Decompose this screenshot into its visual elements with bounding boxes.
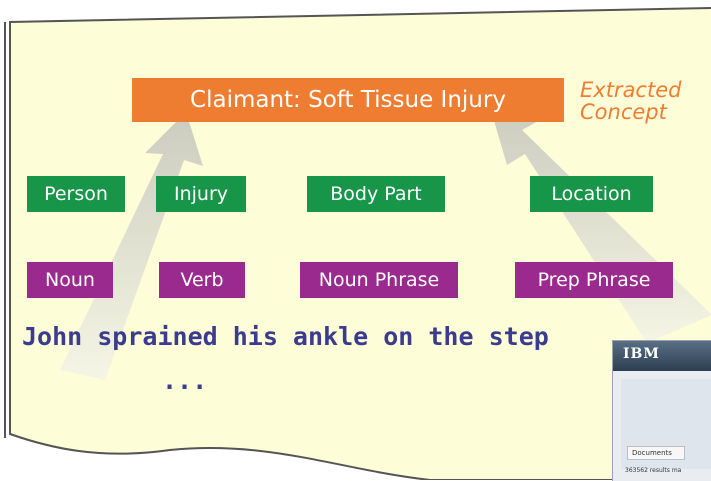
pos-prep-phrase: Prep Phrase [515, 262, 673, 298]
pos-noun: Noun [27, 262, 113, 298]
extracted-concept-box: Claimant: Soft Tissue Injury [132, 78, 564, 122]
thumbnail-results-text: 363562 results ma [625, 467, 681, 474]
entity-body-part: Body Part [307, 176, 445, 212]
example-sentence: John sprained his ankle on the step [22, 322, 549, 351]
thumbnail-documents-tab: Documents [627, 446, 685, 460]
note-line-1: Extracted [580, 79, 681, 101]
note-line-2: Concept [580, 101, 681, 123]
entity-location: Location [530, 176, 653, 212]
documents-tab-label: Documents [632, 449, 672, 457]
thumbnail-header-bar: IBM [613, 341, 711, 371]
entity-person: Person [27, 176, 125, 212]
pos-noun-phrase: Noun Phrase [300, 262, 458, 298]
sentence-ellipsis: ... [162, 366, 207, 395]
pos-verb: Verb [159, 262, 245, 298]
entity-injury: Injury [156, 176, 246, 212]
screenshot-thumbnail: IBM Documents 363562 results ma [612, 340, 711, 481]
extracted-concept-note: Extracted Concept [580, 79, 681, 123]
ibm-logo: IBM [623, 346, 660, 362]
